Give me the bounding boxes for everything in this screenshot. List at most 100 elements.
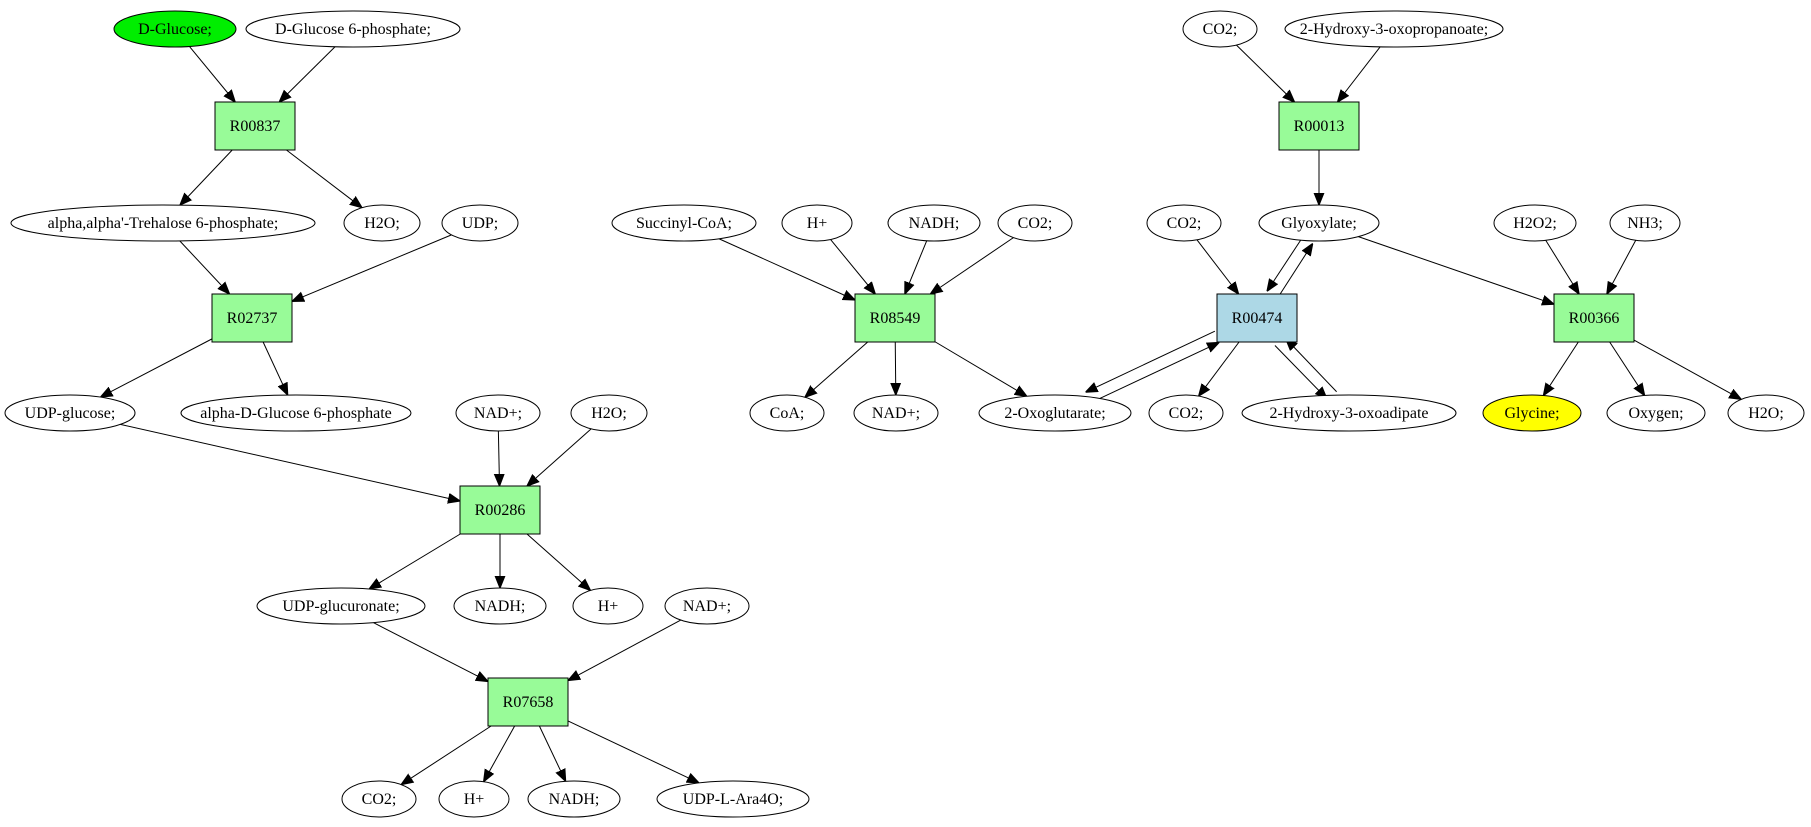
edge-r366-to-oxy — [1609, 341, 1645, 395]
compound-node-udpglc[interactable]: UDP-glucose; — [4, 394, 136, 432]
compound-node-hp_3[interactable]: H+ — [781, 204, 853, 242]
compound-node-hp_2[interactable]: H+ — [438, 780, 510, 818]
compound-ellipse — [1146, 204, 1222, 242]
compound-node-succ[interactable]: Succinyl-CoA; — [611, 204, 757, 242]
reaction-node-r474[interactable]: R00474 — [1216, 293, 1298, 343]
compound-node-hoa[interactable]: 2-Hydroxy-3-oxoadipate — [1241, 394, 1457, 432]
compound-ellipse — [656, 780, 810, 818]
reaction-node-r7658[interactable]: R07658 — [487, 677, 569, 727]
node-label: NADH; — [909, 215, 960, 232]
compound-ellipse — [611, 204, 757, 242]
edge-glc-to-r837 — [189, 46, 235, 102]
reaction-node-r2737[interactable]: R02737 — [211, 293, 293, 343]
node-label: 2-Hydroxy-3-oxopropanoate; — [1300, 21, 1488, 38]
compound-node-glc[interactable]: D-Glucose; — [113, 10, 237, 48]
compound-node-h2o2[interactable]: H2O2; — [1493, 204, 1577, 242]
edge-succ-to-r8549 — [718, 238, 855, 300]
compound-node-h2o_2[interactable]: H2O; — [570, 394, 648, 432]
compound-ellipse — [887, 204, 981, 242]
reaction-box — [1216, 293, 1298, 343]
edge-nadp_2-to-r7658 — [568, 619, 682, 680]
compound-node-co2_3[interactable]: CO2; — [1182, 10, 1258, 48]
compound-node-glyox[interactable]: Glyoxylate; — [1258, 204, 1380, 242]
compound-node-hp_1[interactable]: H+ — [572, 587, 644, 625]
compound-node-nadh_3[interactable]: NADH; — [887, 204, 981, 242]
compound-node-nh3[interactable]: NH3; — [1609, 204, 1681, 242]
compound-node-co2_5[interactable]: CO2; — [1148, 394, 1224, 432]
compound-node-nadp_2[interactable]: NAD+; — [664, 587, 750, 625]
reaction-node-r837[interactable]: R00837 — [214, 101, 296, 151]
reaction-node-r8549[interactable]: R08549 — [854, 293, 936, 343]
compound-ellipse — [1493, 204, 1577, 242]
compound-ellipse — [572, 587, 644, 625]
edge-udpglc-to-r286 — [120, 423, 460, 501]
node-label: alpha-D-Glucose 6-phosphate — [200, 405, 392, 422]
compound-ellipse — [1482, 394, 1582, 432]
compound-node-h2o_1[interactable]: H2O; — [343, 204, 421, 242]
edge-co2_2-to-r8549 — [930, 237, 1014, 294]
node-label: UDP-glucose; — [25, 405, 116, 422]
node-label: NH3; — [1627, 215, 1663, 232]
edge-r7658-to-udpara — [567, 720, 699, 783]
edge-nh3-to-r366 — [1607, 240, 1637, 294]
edge-oxog-to-r474 — [1092, 342, 1219, 403]
compound-node-nadh_2[interactable]: NADH; — [527, 780, 621, 818]
compound-node-oxog[interactable]: 2-Oxoglutarate; — [978, 394, 1132, 432]
compound-ellipse — [1148, 394, 1224, 432]
compound-ellipse — [438, 780, 510, 818]
edges — [100, 44, 1741, 785]
compound-ellipse — [1609, 204, 1681, 242]
node-label: Oxygen; — [1628, 405, 1683, 422]
edge-r8549-to-oxog — [934, 341, 1027, 397]
compound-ellipse — [781, 204, 853, 242]
node-label: Glyoxylate; — [1281, 215, 1357, 232]
compound-ellipse — [113, 10, 237, 48]
node-label: R00286 — [475, 502, 526, 519]
compound-ellipse — [256, 587, 426, 625]
reaction-box — [214, 101, 296, 151]
compound-ellipse — [664, 587, 750, 625]
edge-r837-to-h2o_1 — [286, 149, 362, 208]
node-label: H2O; — [364, 215, 400, 232]
reaction-node-r286[interactable]: R00286 — [459, 485, 541, 535]
compound-ellipse — [1258, 204, 1380, 242]
compound-node-nadp_3[interactable]: NAD+; — [853, 394, 939, 432]
node-label: R02737 — [227, 310, 278, 327]
compound-ellipse — [853, 394, 939, 432]
compound-node-ag6p[interactable]: alpha-D-Glucose 6-phosphate — [180, 394, 412, 432]
compound-node-udpglcu[interactable]: UDP-glucuronate; — [256, 587, 426, 625]
compound-node-nadh_1[interactable]: NADH; — [453, 587, 547, 625]
compound-node-treh[interactable]: alpha,alpha'-Trehalose 6-phosphate; — [10, 204, 316, 242]
compound-node-h2o_3[interactable]: H2O; — [1727, 394, 1805, 432]
reaction-node-r13[interactable]: R00013 — [1278, 101, 1360, 151]
compound-ellipse — [455, 394, 541, 432]
compound-node-coa[interactable]: CoA; — [749, 394, 825, 432]
nodes: D-Glucose; D-Glucose 6-phosphate; R00837 al… — [4, 10, 1805, 818]
compound-ellipse — [527, 780, 621, 818]
compound-node-co2_2[interactable]: CO2; — [997, 204, 1073, 242]
compound-node-hop[interactable]: 2-Hydroxy-3-oxopropanoate; — [1284, 10, 1504, 48]
compound-node-co2_4[interactable]: CO2; — [1146, 204, 1222, 242]
compound-ellipse — [1727, 394, 1805, 432]
compound-node-oxy[interactable]: Oxygen; — [1606, 394, 1706, 432]
node-label: NAD+; — [872, 405, 920, 422]
edge-r7658-to-co2_1 — [401, 725, 492, 785]
compound-node-g6p[interactable]: D-Glucose 6-phosphate; — [245, 10, 461, 48]
edge-r2737-to-udpglc — [100, 338, 213, 397]
node-label: NADH; — [549, 791, 600, 808]
node-label: H2O; — [1748, 405, 1784, 422]
compound-node-udp_1[interactable]: UDP; — [441, 204, 519, 242]
compound-ellipse — [1606, 394, 1706, 432]
compound-node-nadp_1[interactable]: NAD+; — [455, 394, 541, 432]
node-label: D-Glucose 6-phosphate; — [275, 21, 431, 38]
node-label: Succinyl-CoA; — [636, 215, 732, 232]
compound-node-gly[interactable]: Glycine; — [1482, 394, 1582, 432]
compound-node-co2_1[interactable]: CO2; — [341, 780, 417, 818]
compound-node-udpara[interactable]: UDP-L-Ara4O; — [656, 780, 810, 818]
edge-co2_3-to-r13 — [1236, 44, 1294, 102]
edge-r366-to-h2o_3 — [1633, 339, 1741, 399]
edge-udp_1-to-r2737 — [292, 234, 452, 301]
node-label: CO2; — [362, 791, 397, 808]
node-label: Glycine; — [1504, 405, 1559, 422]
reaction-node-r366[interactable]: R00366 — [1553, 293, 1635, 343]
